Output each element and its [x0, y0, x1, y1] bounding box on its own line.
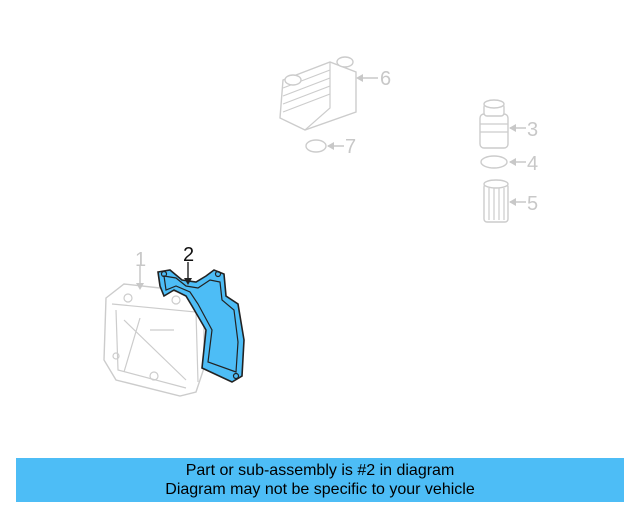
banner-line-disclaimer: Diagram may not be specific to your vehi… — [165, 481, 475, 498]
callout-2: 2 — [183, 244, 194, 266]
banner-line-part: Part or sub-assembly is #2 in diagram — [185, 462, 455, 479]
filter-element-part — [483, 179, 509, 223]
o-ring-part — [305, 139, 327, 153]
callout-3: 3 — [527, 119, 538, 141]
callout-5: 5 — [527, 193, 538, 215]
callout-1: 1 — [135, 249, 146, 271]
oil-pan-part — [103, 283, 205, 397]
callout-7: 7 — [345, 136, 356, 158]
callout-4: 4 — [527, 153, 538, 175]
info-banner: Part or sub-assembly is #2 in diagram Di… — [16, 458, 624, 502]
gasket-part-highlighted — [157, 269, 245, 383]
oil-cooler-part — [279, 56, 357, 131]
filter-cap-part — [479, 99, 509, 149]
seal-ring-part — [480, 155, 508, 169]
callout-6: 6 — [380, 68, 391, 90]
